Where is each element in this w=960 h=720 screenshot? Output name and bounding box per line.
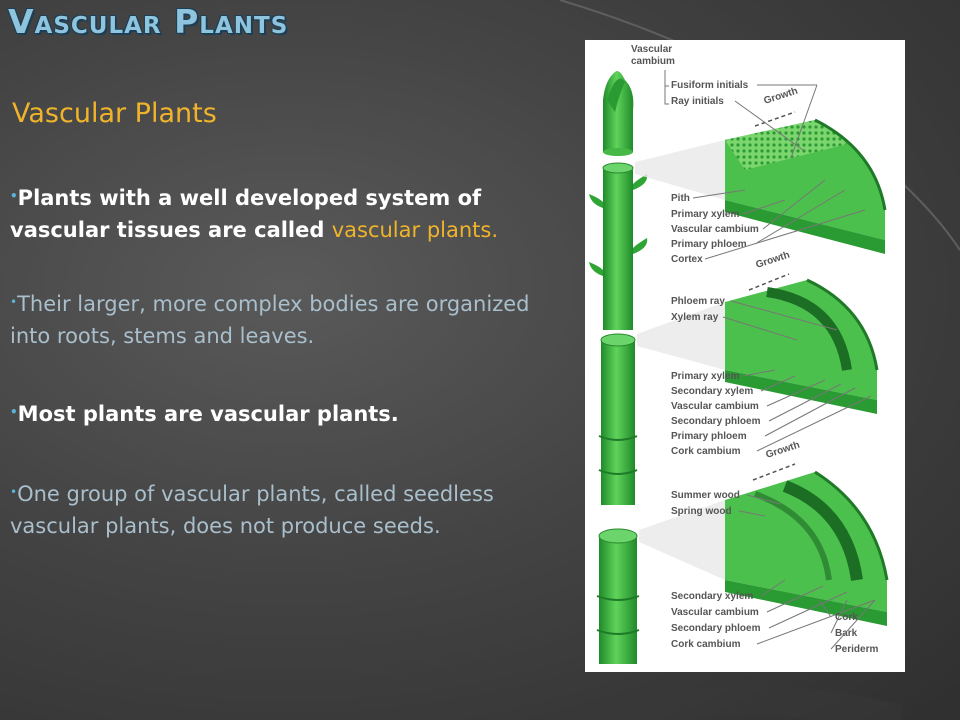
bullet-dot-icon: •	[10, 189, 18, 203]
label-cortex: Cortex	[671, 254, 703, 265]
label-fusiform-initials: Fusiform initials	[671, 80, 749, 91]
stem-woody	[596, 528, 640, 664]
label-vascular-cambium-3: Vascular cambium	[671, 607, 759, 618]
label-pith: Pith	[671, 193, 690, 204]
label-spring-wood: Spring wood	[671, 506, 732, 517]
label-primary-phloem: Primary phloem	[671, 239, 747, 250]
label-secondary-phloem: Secondary phloem	[671, 416, 761, 427]
label-cork: Cork	[835, 612, 858, 623]
bullet-text-1: Plants with a well developed system of v…	[10, 186, 482, 242]
bullet-text-4: One group of vascular plants, called see…	[10, 482, 494, 538]
stem-bud	[603, 71, 634, 156]
bullet-item-3: •Most plants are vascular plants.	[10, 396, 399, 430]
bullet-item-1: •Plants with a well developed system of …	[10, 180, 570, 246]
bullet-text-3: Most plants are vascular plants.	[17, 402, 399, 426]
stem-growth-diagram: Growth Growth Growth Vascular cambium Fu…	[585, 40, 905, 672]
cross-section-primary	[725, 118, 887, 254]
growth-label-2: Growth	[755, 250, 792, 271]
bullet-item-4: •One group of vascular plants, called se…	[10, 476, 570, 542]
slide-subtitle: Vascular Plants	[12, 98, 217, 129]
bullet-highlight-1: vascular plants.	[331, 218, 499, 242]
label-secondary-xylem: Secondary xylem	[671, 386, 753, 397]
bullet-item-2: •Their larger, more complex bodies are o…	[10, 286, 570, 352]
bullet-dot-icon: •	[10, 405, 18, 419]
label-vascular-cambium-2: Vascular cambium	[671, 401, 759, 412]
label-ray-initials: Ray initials	[671, 96, 724, 107]
label-primary-phloem-2: Primary phloem	[671, 431, 747, 442]
label-xylem-ray: Xylem ray	[671, 312, 719, 323]
label-cambium: cambium	[631, 56, 675, 67]
growth-label-1: Growth	[763, 86, 800, 107]
label-cork-cambium-2: Cork cambium	[671, 639, 741, 650]
bullet-text-2: Their larger, more complex bodies are or…	[10, 292, 530, 348]
growth-label-3: Growth	[765, 440, 802, 461]
label-primary-xylem: Primary xylem	[671, 209, 739, 220]
label-primary-xylem-2: Primary xylem	[671, 371, 739, 382]
label-vascular: Vascular	[631, 44, 672, 55]
label-summer-wood: Summer wood	[671, 490, 740, 501]
label-vascular-cambium: Vascular cambium	[671, 224, 759, 235]
label-bark: Bark	[835, 628, 858, 639]
cross-section-woody	[725, 470, 889, 626]
stem-young	[589, 162, 648, 330]
label-phloem-ray: Phloem ray	[671, 296, 725, 307]
slide-title: Vascular Plants	[8, 2, 289, 41]
label-secondary-xylem-2: Secondary xylem	[671, 591, 753, 602]
bullet-dot-icon: •	[10, 295, 18, 309]
stem-mature	[598, 333, 638, 505]
label-periderm: Periderm	[835, 644, 878, 655]
label-secondary-phloem-2: Secondary phloem	[671, 623, 761, 634]
label-cork-cambium: Cork cambium	[671, 446, 741, 457]
bullet-dot-icon: •	[10, 485, 18, 499]
